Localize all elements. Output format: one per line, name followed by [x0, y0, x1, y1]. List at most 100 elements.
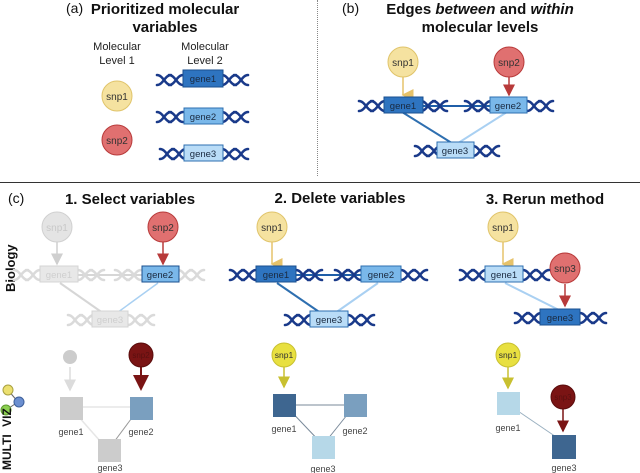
gene-node: gene3: [513, 308, 608, 326]
panel-a-title-line1: Prioritized molecular: [90, 1, 240, 18]
viz-snp-node: snp3: [550, 384, 576, 410]
snp-node: snp1: [387, 46, 419, 78]
gene-label: gene3: [97, 315, 123, 326]
gene-node: gene1: [155, 69, 250, 88]
dna-icon: [513, 311, 543, 325]
horizontal-divider: [0, 182, 640, 183]
gene-label: gene3: [310, 464, 335, 473]
gene-label: gene3: [190, 149, 216, 160]
snp-node: snp3: [549, 252, 581, 284]
snp-label: snp1: [106, 92, 128, 103]
gene-label: gene1: [58, 427, 83, 437]
dna-icon: [158, 147, 188, 161]
viz-snp-node: snp1: [271, 342, 297, 368]
snp-label: snp1: [275, 350, 294, 360]
gene-node: gene1: [458, 265, 551, 283]
gene-node-faded: gene1: [12, 265, 106, 283]
title-between: between: [435, 1, 496, 18]
edge: [454, 111, 508, 146]
snp-node-selected[interactable]: snp2: [147, 211, 179, 243]
dna-icon: [12, 268, 42, 282]
viz-gene-node: gene1: [271, 394, 297, 434]
viz-gene-node-faded: gene1: [58, 397, 84, 437]
step-3-biology: snp1 snp3 gene1 gene3: [458, 211, 608, 326]
dna-icon: [66, 313, 96, 327]
snp-node: snp2: [101, 124, 133, 156]
gene-label: gene1: [190, 74, 216, 85]
gene-node: gene3: [158, 144, 250, 162]
step-1-multiviz: snp2 gene1 gene2 gene3: [58, 342, 154, 473]
snp-label: snp1: [392, 58, 414, 69]
gene-label: gene3: [547, 313, 573, 324]
dna-icon: [357, 99, 387, 113]
gene-label: gene3: [551, 463, 576, 473]
gene-label: gene1: [46, 270, 72, 281]
snp-node: snp2: [493, 46, 525, 78]
snp-node-faded: snp1: [41, 211, 73, 243]
gene-label: gene3: [316, 315, 342, 326]
panel-a-letter: (a): [66, 0, 84, 16]
level2-line2: Level 2: [187, 55, 223, 67]
panel-c-letter: (c): [8, 190, 25, 206]
level1-line1: Molecular: [93, 41, 141, 53]
panel-a-title: Prioritized molecular variables: [85, 1, 245, 37]
viz-snp-node: snp1: [495, 342, 521, 368]
viz-gene-node: gene1: [495, 392, 521, 433]
viz-snp-node-faded: [63, 350, 77, 364]
dna-icon: [458, 268, 488, 282]
gene-label: gene1: [263, 270, 289, 281]
viz-gene-node: gene3: [551, 435, 577, 473]
snp-label: snp3: [554, 393, 572, 402]
snp-label: snp2: [106, 136, 128, 147]
dna-icon: [471, 144, 501, 158]
viz-gene-node: gene3: [310, 436, 336, 473]
title-within: within: [530, 1, 574, 18]
multiviz-logo-icon: [0, 384, 25, 416]
gene-label: gene3: [442, 146, 468, 157]
gene-label: gene1: [491, 270, 517, 281]
edge: [401, 111, 456, 146]
snp-node: snp1: [487, 211, 519, 243]
panel-b-title-line2: molecular levels: [421, 19, 539, 36]
gene-node-selected[interactable]: gene2: [113, 265, 206, 283]
viz-gene-node-faded: gene3: [97, 439, 123, 473]
dna-icon: [346, 313, 376, 327]
step-2-title: 2. Delete variables: [274, 190, 406, 207]
snp-node: snp1: [101, 80, 133, 112]
gene-label: gene1: [271, 424, 296, 434]
panel-b-letter: (b): [342, 0, 360, 16]
edge: [504, 282, 564, 313]
panel-b-diagram: snp1 snp2 gene1 gene2 gene3: [357, 46, 555, 159]
step-1-biology: snp1 snp2 gene1 gene2 gene3: [12, 211, 206, 328]
snp-label: snp3: [554, 264, 576, 275]
dna-icon: [155, 73, 185, 87]
gene-node: gene3: [413, 141, 501, 159]
gene-label: gene2: [495, 101, 521, 112]
snp-label: snp1: [261, 223, 283, 234]
snp-label: snp1: [499, 350, 518, 360]
gene-label: gene1: [495, 423, 520, 433]
gene-node-faded: gene3: [66, 310, 156, 328]
viz-snp-node-selected[interactable]: snp2: [128, 342, 154, 368]
gene-label: gene3: [97, 463, 122, 473]
gene-label: gene2: [128, 427, 153, 437]
snp-label: snp2: [498, 58, 520, 69]
viz-gene-node-selected[interactable]: gene2: [128, 397, 154, 437]
dna-icon: [176, 268, 206, 282]
snp-label: snp2: [152, 223, 174, 234]
dna-icon: [228, 268, 258, 282]
gene-label: gene1: [390, 101, 416, 112]
dna-icon: [521, 268, 551, 282]
dna-icon: [525, 99, 555, 113]
multiviz-logo: MULTIoVIZ: [0, 380, 26, 470]
dna-icon: [155, 110, 185, 124]
level2-line1: Molecular: [181, 41, 229, 53]
panel-a-title-line2: variables: [132, 19, 198, 36]
panel-b-title: Edges between and within molecular level…: [365, 1, 595, 37]
snp-label: snp2: [132, 351, 150, 360]
snp-label: snp1: [492, 223, 514, 234]
gene-label: gene2: [190, 112, 216, 123]
step-3-title: 3. Rerun method: [485, 191, 605, 208]
step-2-biology: snp1 gene1 gene2 gene3: [228, 211, 429, 328]
dna-icon: [126, 313, 156, 327]
